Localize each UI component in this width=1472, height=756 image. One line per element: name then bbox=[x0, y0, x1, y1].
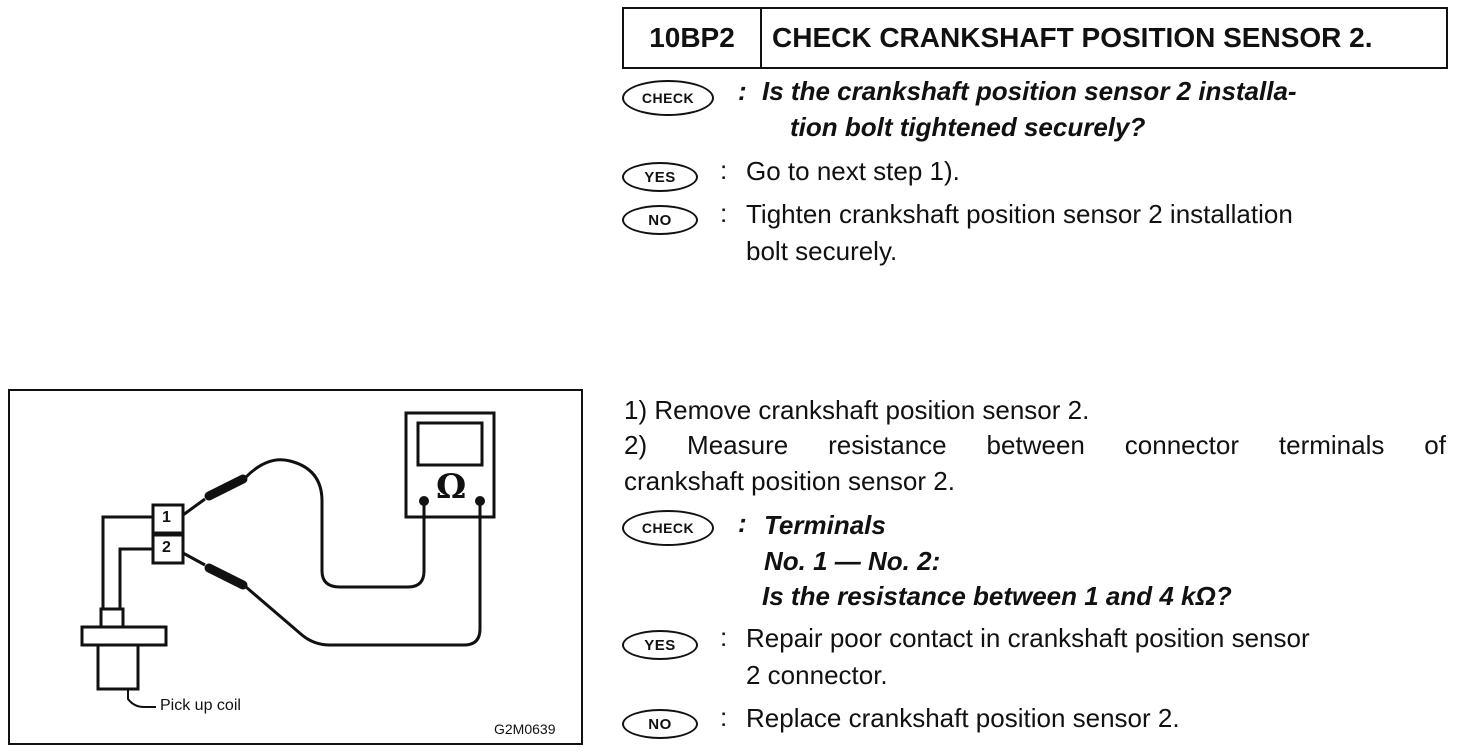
ohmmeter-jack-1 bbox=[419, 496, 429, 506]
no-colon-1: : bbox=[720, 198, 728, 228]
no-colon-2: : bbox=[720, 702, 728, 732]
connector-terminal-1 bbox=[151, 503, 185, 535]
sensor-flange bbox=[80, 625, 168, 647]
check-question-2-line2: No. 1 — No. 2: bbox=[764, 546, 941, 576]
procedure-step-2-line1: 2) Measure resistance between connector … bbox=[624, 430, 1446, 460]
no-answer-1-line2: bolt securely. bbox=[746, 236, 898, 266]
yes-answer-1: Go to next step 1). bbox=[746, 156, 960, 186]
check-question-2-line1: Terminals bbox=[764, 510, 886, 540]
check-badge-1: CHECK bbox=[622, 80, 714, 116]
coil-label-leader bbox=[127, 689, 156, 708]
ohmmeter-display bbox=[416, 421, 484, 467]
ohmmeter-body bbox=[404, 411, 496, 519]
check-colon-2: : bbox=[738, 508, 747, 538]
no-badge-1: NO bbox=[622, 205, 698, 235]
yes-colon-1: : bbox=[720, 155, 728, 185]
pickup-coil-label: Pick up coil bbox=[160, 697, 241, 714]
yes-badge-1: YES bbox=[622, 162, 698, 192]
probe-tip-1 bbox=[182, 497, 206, 517]
ohmmeter-jack-2 bbox=[475, 496, 485, 506]
pickup-coil-body bbox=[96, 643, 140, 691]
check-question-1-line2: tion bolt tightened securely? bbox=[790, 112, 1146, 142]
check-question-1-line1: Is the crankshaft position sensor 2 inst… bbox=[762, 76, 1297, 106]
connector-terminal-2 bbox=[151, 533, 185, 565]
check-question-2-line3: Is the resistance between 1 and 4 kΩ? bbox=[762, 581, 1232, 611]
step-code: 10BP2 bbox=[624, 9, 762, 67]
procedure-step-1: 1) Remove crankshaft position sensor 2. bbox=[624, 395, 1090, 425]
terminal-number-2: 2 bbox=[162, 539, 171, 556]
probe-tip-2 bbox=[182, 551, 206, 567]
check-colon-1: : bbox=[738, 76, 747, 106]
ohm-symbol: Ω bbox=[436, 467, 467, 507]
no-badge-2: NO bbox=[622, 709, 698, 739]
harness-wire-1 bbox=[101, 515, 153, 609]
probe-lead-1 bbox=[244, 458, 426, 589]
sensor-neck bbox=[99, 607, 125, 629]
diagram-drawing bbox=[80, 411, 496, 708]
no-answer-2: Replace crankshaft position sensor 2. bbox=[746, 703, 1180, 733]
yes-answer-2-line1: Repair poor contact in crankshaft positi… bbox=[746, 623, 1310, 653]
figure-code: G2M0639 bbox=[494, 721, 556, 737]
procedure-step-2-line2: crankshaft position sensor 2. bbox=[624, 466, 955, 496]
harness-wire-2 bbox=[118, 547, 153, 609]
probe-handle-2 bbox=[204, 563, 248, 590]
yes-answer-2-line2: 2 connector. bbox=[746, 660, 888, 690]
terminal-number-1: 1 bbox=[162, 509, 171, 526]
check-badge-2: CHECK bbox=[622, 510, 714, 546]
no-answer-1-line1: Tighten crankshaft position sensor 2 ins… bbox=[746, 199, 1293, 229]
step-header: 10BP2 CHECK CRANKSHAFT POSITION SENSOR 2… bbox=[622, 7, 1448, 69]
probe-handle-1 bbox=[204, 474, 248, 501]
sensor-diagram: Ω 1 2 Pick up coil G2M0639 bbox=[8, 389, 583, 745]
probe-lead-2 bbox=[245, 503, 482, 647]
yes-badge-2: YES bbox=[622, 630, 698, 660]
yes-colon-2: : bbox=[720, 622, 728, 652]
step-title: CHECK CRANKSHAFT POSITION SENSOR 2. bbox=[772, 22, 1373, 53]
